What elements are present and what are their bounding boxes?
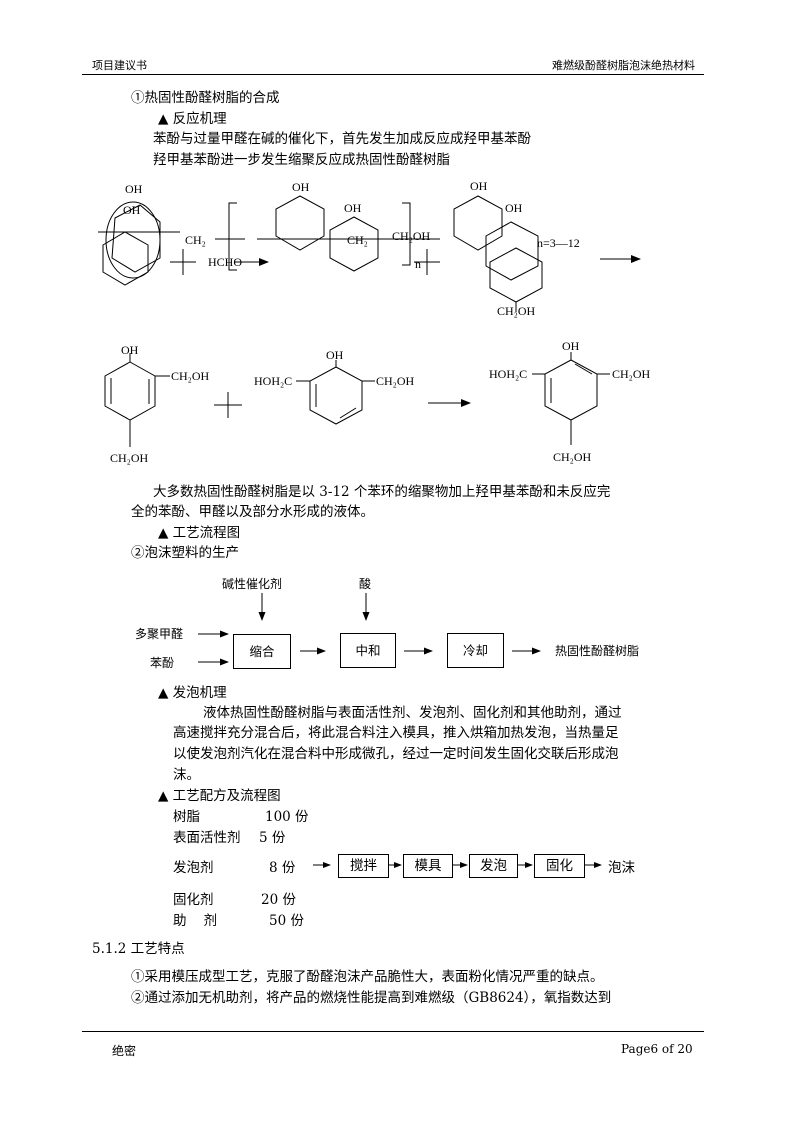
- box-stir: 搅拌: [338, 854, 389, 878]
- flow-heading: ▲ 工艺流程图: [158, 525, 241, 541]
- footer-confidential: 绝密: [112, 1044, 137, 1058]
- feature-2: ②通过添加无机助剂，将产品的燃烧性能提高到难燃级（GB8624），氧指数达到: [131, 990, 612, 1006]
- label-oh-1b: OH: [123, 203, 141, 217]
- label-ch2-2: CH₂: [347, 233, 368, 247]
- label-hoh2c-2: HOH₂C: [489, 367, 527, 381]
- header-left: 项目建议书: [92, 59, 147, 72]
- label-product: 热固性酚醛树脂: [555, 643, 639, 658]
- header-right: 难燃级酚醛树脂泡沫绝热材料: [552, 59, 695, 72]
- formula-item-name: 固化剂: [173, 892, 214, 908]
- ring-1b: [111, 204, 161, 273]
- label-phenol: 苯酚: [150, 656, 174, 670]
- ring-5: [485, 221, 539, 281]
- box-foaming: 发泡: [469, 854, 518, 878]
- formula-item-name: 发泡剂: [173, 860, 214, 876]
- para-line-1: 大多数热固性酚醛树脂是以 3-12 个苯环的缩聚物加上羟甲基苯酚和未反应完: [153, 484, 611, 500]
- formula-item-amount: 100 份: [265, 809, 309, 825]
- section-title-features: 5.1.2 工艺特点: [92, 941, 185, 957]
- label-ch2oh-2: CH₂OH: [497, 304, 536, 318]
- box-neutralize: 中和: [340, 633, 396, 668]
- box-mold: 模具: [403, 854, 453, 878]
- ring-8: [309, 366, 363, 425]
- formula-heading: ▲ 工艺配方及流程图: [158, 788, 281, 804]
- bracket-left: [228, 202, 237, 271]
- ring-3: [329, 216, 379, 272]
- footer-rule: [82, 1031, 704, 1032]
- box-curing: 固化: [534, 854, 585, 878]
- label-oh-4: OH: [470, 179, 488, 193]
- box-cooling: 冷却: [447, 633, 504, 668]
- formula-flow-arrows: [313, 862, 602, 868]
- mechanism-heading: ▲ 反应机理: [158, 111, 227, 127]
- label-oh-2: OH: [292, 180, 310, 194]
- flow-end-foam: 泡沫: [608, 860, 635, 876]
- label-hoh2c-1: HOH₂C: [254, 374, 292, 388]
- foam-line-2: 高速搅拌充分混合后，将此混合料注入模具，推入烘箱加热发泡，当热量足: [173, 725, 619, 741]
- label-oh-3: OH: [344, 201, 362, 215]
- label-n: n: [415, 257, 421, 271]
- foam-line-1: 液体热固性酚醛树脂与表面活性剂、发泡剂、固化剂和其他助剂，通过: [203, 705, 622, 721]
- ring-7: [104, 361, 156, 421]
- header-rule: [82, 74, 704, 75]
- ring-6: [489, 247, 543, 303]
- label-ch2-1: CH₂: [185, 233, 206, 247]
- formula-item-name: 表面活性剂: [173, 830, 241, 846]
- foaming-heading: ▲ 发泡机理: [158, 685, 227, 701]
- label-ch2oh-1: CH₂OH: [392, 229, 431, 243]
- foam-line-4: 沫。: [173, 767, 200, 783]
- label-acid: 酸: [359, 576, 371, 591]
- formula-item-amount: 50 份: [269, 913, 304, 929]
- label-formaldehyde: 多聚甲醛: [135, 626, 183, 641]
- label-oh-1: OH: [125, 182, 143, 196]
- foam-line-3: 以使发泡剂汽化在混合料中形成微孔，经过一定时间发生固化交联后形成泡: [173, 746, 619, 762]
- ring-2: [275, 195, 325, 251]
- reaction-scheme: OH OH CH₂ HCHO OH OH CH₂ CH₂OH n OH OH n…: [98, 179, 651, 465]
- mechanism-line-1: 苯酚与过量甲醛在碱的催化下，首先发生加成反应成羟甲基苯酚: [153, 131, 531, 147]
- section-title-synthesis: ①热固性酚醛树脂的合成: [131, 90, 280, 106]
- label-oh-5: OH: [505, 201, 523, 215]
- label-ch2oh-6: CH₂OH: [612, 367, 651, 381]
- label-oh-6: OH: [121, 343, 139, 357]
- formula-item-amount: 20 份: [261, 892, 296, 908]
- label-ch2oh-7: CH₂OH: [553, 450, 592, 464]
- feature-1: ①采用模压成型工艺，克服了酚醛泡沫产品脆性大，表面粉化情况严重的缺点。: [131, 969, 604, 985]
- section-title-foam: ②泡沫塑料的生产: [131, 545, 239, 561]
- para-line-2: 全的苯酚、甲醛以及部分水形成的液体。: [131, 504, 374, 520]
- label-ch2oh-3: CH₂OH: [171, 369, 210, 383]
- formula-item-amount: 5 份: [259, 830, 286, 846]
- footer-page-number: Page6 of 20: [621, 1042, 693, 1056]
- label-hcho: HCHO: [208, 255, 242, 269]
- ring-9: [544, 359, 598, 421]
- process-flow-diagram: 碱性催化剂 酸 多聚甲醛 苯酚 热固性酚醛树脂: [135, 576, 639, 670]
- formula-item-name: 助 剂: [173, 913, 218, 929]
- bracket-right: [402, 202, 411, 266]
- label-catalyst: 碱性催化剂: [222, 576, 282, 591]
- label-ch2oh-5: CH₂OH: [376, 374, 415, 388]
- label-oh-7: OH: [326, 348, 344, 362]
- formula-item-amount: 8 份: [269, 860, 296, 876]
- box-condensation: 缩合: [233, 634, 291, 669]
- mechanism-line-2: 羟甲基苯酚进一步发生缩聚反应成热固性酚醛树脂: [153, 152, 450, 168]
- ring-4: [453, 195, 503, 251]
- formula-item-name: 树脂: [173, 809, 200, 825]
- label-n-range: n=3—12: [537, 236, 580, 250]
- label-oh-8: OH: [562, 339, 580, 353]
- label-ch2oh-4: CH₂OH: [110, 451, 149, 465]
